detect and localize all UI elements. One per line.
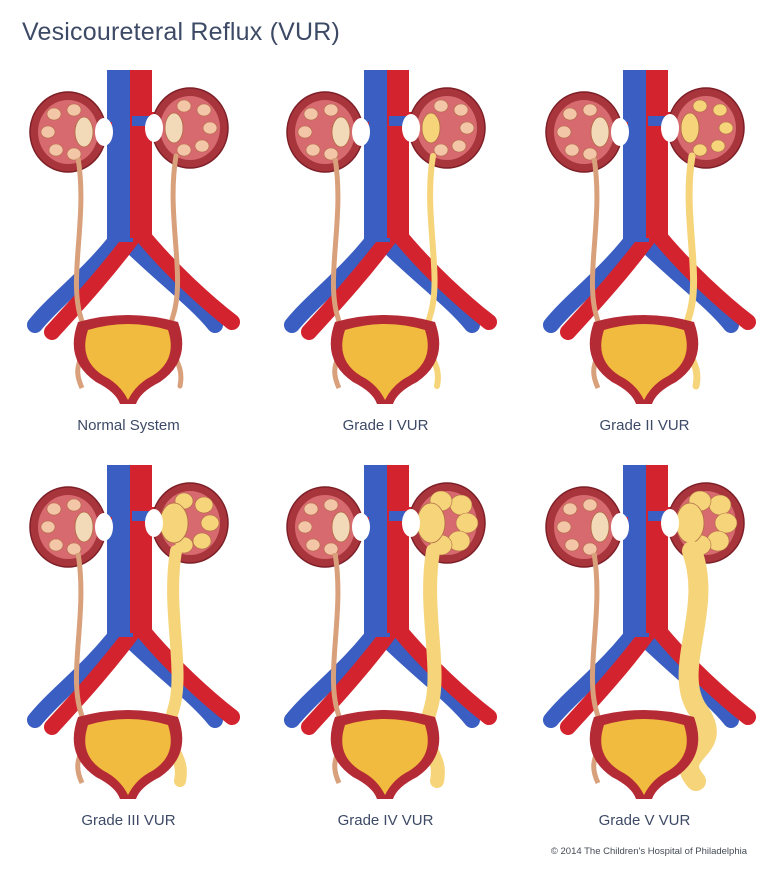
diagram-title: Vesicoureteral Reflux (VUR) bbox=[22, 18, 341, 46]
panel-grade-1: Grade I VUR bbox=[257, 60, 514, 465]
right-ureter bbox=[589, 157, 604, 390]
urinary-anatomy-illustration bbox=[543, 465, 756, 799]
bladder bbox=[330, 315, 440, 404]
panel-normal: Normal System bbox=[0, 60, 257, 465]
panel-grade-3: Grade III VUR bbox=[0, 455, 257, 860]
left-kidney bbox=[145, 87, 229, 169]
right-ureter bbox=[589, 552, 604, 785]
right-ureter bbox=[73, 552, 88, 785]
urinary-anatomy-illustration bbox=[284, 70, 497, 404]
urinary-anatomy-illustration bbox=[27, 465, 240, 799]
right-ureter bbox=[73, 157, 88, 390]
bladder bbox=[73, 710, 183, 799]
bladder bbox=[330, 710, 440, 799]
left-kidney bbox=[402, 87, 486, 169]
bladder bbox=[589, 710, 699, 799]
urinary-anatomy-illustration bbox=[284, 465, 497, 799]
bladder bbox=[73, 315, 183, 404]
left-kidney bbox=[661, 87, 745, 169]
right-kidney bbox=[545, 486, 629, 568]
panel-label: Grade I VUR bbox=[342, 417, 429, 434]
right-kidney bbox=[29, 486, 113, 568]
panel-grade-5: Grade V VUR bbox=[516, 455, 773, 860]
urinary-anatomy-illustration bbox=[27, 70, 240, 404]
copyright-notice: © 2014 The Children's Hospital of Philad… bbox=[550, 846, 747, 857]
panel-label: Grade V VUR bbox=[598, 812, 691, 829]
right-kidney bbox=[545, 91, 629, 173]
right-kidney bbox=[286, 486, 370, 568]
panel-label: Grade II VUR bbox=[599, 417, 690, 434]
right-ureter bbox=[330, 157, 345, 390]
right-ureter bbox=[330, 552, 345, 785]
right-kidney bbox=[286, 91, 370, 173]
right-kidney bbox=[29, 91, 113, 173]
panel-grade-2: Grade II VUR bbox=[516, 60, 773, 465]
panel-label: Grade IV VUR bbox=[337, 812, 434, 829]
urinary-anatomy-illustration bbox=[543, 70, 756, 404]
left-kidney bbox=[145, 482, 229, 564]
bladder bbox=[589, 315, 699, 404]
panel-grade-4: Grade IV VUR bbox=[257, 455, 514, 860]
left-kidney bbox=[402, 482, 486, 564]
panel-label: Normal System bbox=[77, 417, 180, 434]
panel-label: Grade III VUR bbox=[81, 812, 176, 829]
